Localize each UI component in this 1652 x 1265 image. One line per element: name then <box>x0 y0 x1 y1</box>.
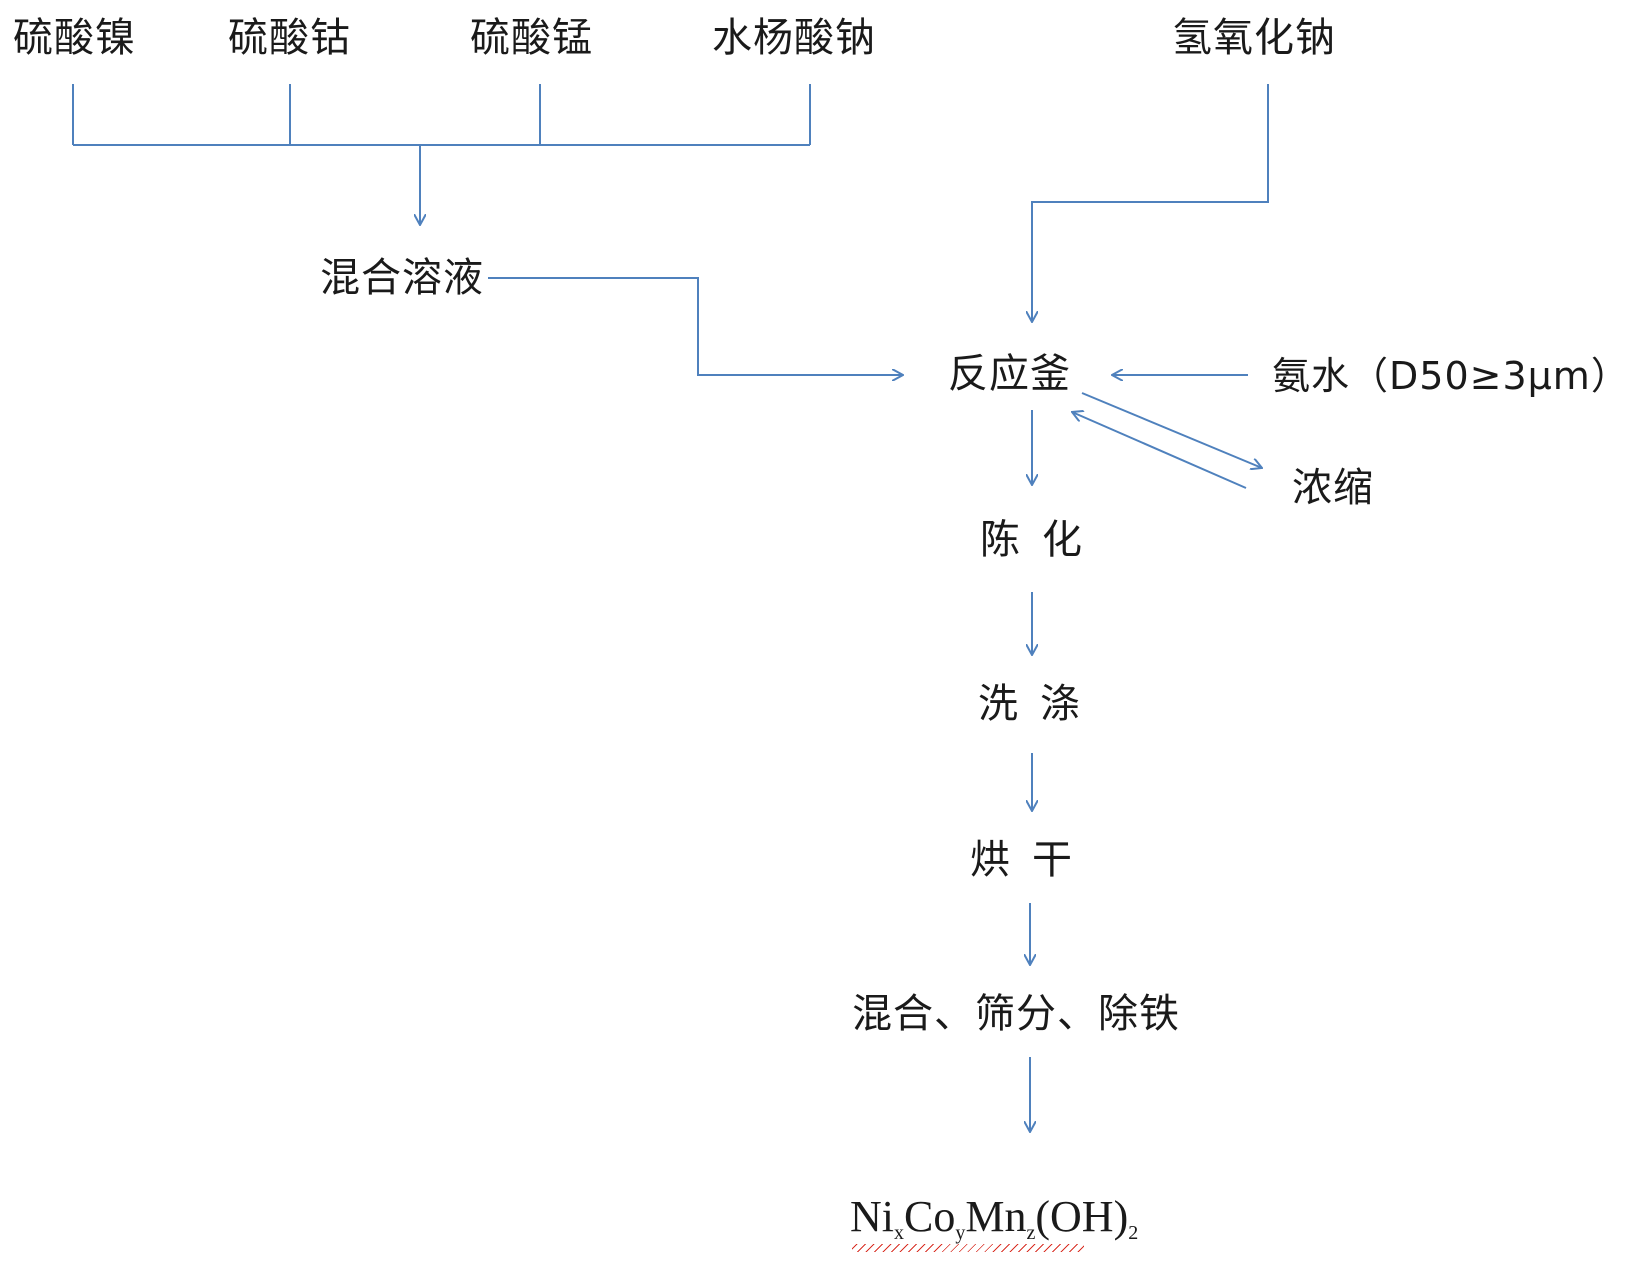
formula-x: x <box>894 1222 904 1244</box>
ammonia-label: 氨水（D50≥3μm） <box>1272 354 1630 398</box>
mixed-to-reactor-arrow <box>488 277 903 375</box>
formula-mn: Mn <box>965 1192 1027 1241</box>
washing-label: 洗涤 <box>978 681 1102 727</box>
concentration-to-reactor-arrow <box>1072 412 1247 489</box>
nickel-sulfate-label: 硫酸镍 <box>13 15 136 61</box>
formula-z: z <box>1026 1222 1036 1244</box>
concentration-label: 浓缩 <box>1292 465 1374 511</box>
formula-oh: (OH) <box>1035 1192 1129 1241</box>
aging-label: 陈化 <box>980 517 1104 563</box>
reactor-to-concentration-arrow <box>1081 392 1262 468</box>
product-formula: NixCoyMnz(OH)2 <box>850 1190 1138 1260</box>
manganese-sulfate-label: 硫酸锰 <box>470 15 593 61</box>
formula-two: 2 <box>1128 1222 1139 1244</box>
mixed-solution-label: 混合溶液 <box>320 255 484 301</box>
drying-label: 烘干 <box>970 837 1094 883</box>
sodium-salicylate-label: 水杨酸钠 <box>712 15 876 61</box>
formula-y: y <box>955 1222 966 1244</box>
naoh-to-reactor-arrow <box>1032 84 1269 322</box>
formula-ni: Ni <box>850 1192 894 1241</box>
sodium-hydroxide-label: 氢氧化钠 <box>1172 15 1336 61</box>
mix-sieve-iron-removal-label: 混合、筛分、除铁 <box>852 991 1180 1037</box>
cobalt-sulfate-label: 硫酸钴 <box>228 15 351 61</box>
spellcheck-underline <box>852 1244 1084 1252</box>
formula-co: Co <box>904 1192 956 1241</box>
reactor-label: 反应釜 <box>948 351 1071 397</box>
